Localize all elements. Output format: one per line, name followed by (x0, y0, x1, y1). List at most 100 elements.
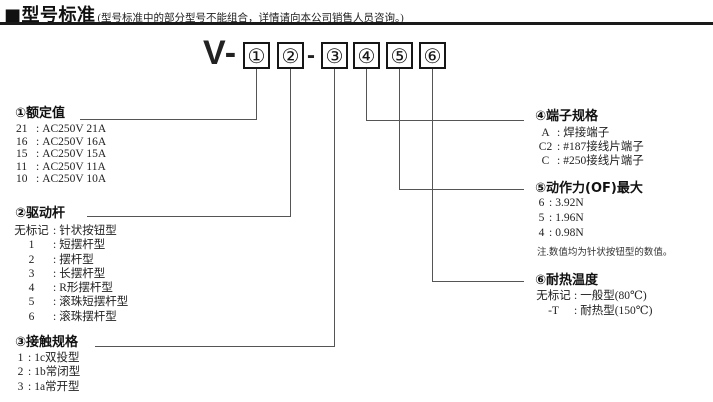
item-desc: 耐热型(150℃) (580, 305, 653, 317)
item-desc: 1c双投型 (34, 352, 80, 364)
item-separator: : (53, 267, 57, 280)
model-digit-box-1: ① (243, 42, 270, 69)
section-actuator-items: 无标记:针状按钮型 1:短摆杆型 2:摆杆型 3:长摆杆型 4:R形摆杆型 5:… (13, 224, 128, 324)
item-desc: 1a常开型 (34, 380, 80, 393)
item-code: 5 (538, 212, 545, 225)
item-row: 5:滚珠短摆杆型 (13, 295, 129, 309)
page-title: ■型号标准 (4, 5, 96, 26)
item-row: 5:1.96N (537, 211, 584, 226)
item-separator: : (549, 212, 553, 225)
item-code: 4 (28, 282, 35, 295)
item-row: C:#250接线片端子 (537, 154, 644, 168)
model-digit-box-6: ⑥ (419, 42, 446, 69)
item-code: 1 (17, 352, 24, 364)
item-row: 16:AC250V 16A (16, 136, 106, 149)
section-rating-items: 21:AC250V 21A 16:AC250V 16A 15:AC250V 15… (16, 123, 106, 186)
item-desc: 1b常闭型 (34, 366, 81, 379)
item-row: 3:1a常开型 (16, 380, 80, 394)
item-desc: AC250V 11A (42, 160, 106, 173)
item-row: A:焊接端子 (537, 126, 644, 140)
item-desc: 短摆杆型 (59, 239, 106, 252)
item-code: C (541, 155, 550, 167)
item-row: 无标记:一般型(80℃) (536, 289, 652, 304)
item-desc: 0.98N (555, 227, 584, 240)
item-code: 2 (17, 366, 24, 379)
item-code: -T (548, 305, 559, 317)
item-row: 3:长摆杆型 (13, 267, 128, 281)
item-code: 5 (28, 296, 35, 309)
model-digit-box-5: ⑤ (386, 42, 413, 69)
item-row: 6:3.92N (537, 196, 584, 211)
item-separator: : (557, 155, 561, 167)
model-separator: - (307, 41, 315, 69)
item-separator: : (36, 123, 40, 135)
item-separator: : (53, 296, 57, 309)
leader-line-2 (87, 69, 291, 217)
item-code: 15 (16, 148, 28, 161)
model-digit-box-2: ② (277, 42, 304, 69)
item-desc: 一般型(80℃) (580, 290, 647, 302)
item-desc: 针状按钮型 (59, 225, 117, 237)
item-row: 1:1c双投型 (16, 351, 80, 365)
item-row: 4:0.98N (537, 226, 584, 241)
item-desc: 滚珠摆杆型 (59, 310, 117, 323)
item-separator: : (28, 366, 32, 379)
item-separator: : (574, 290, 578, 302)
item-code: 2 (28, 253, 35, 266)
item-desc: 1.96N (555, 212, 584, 225)
item-desc: AC250V 10A (42, 173, 107, 186)
section-rating-title: ①额定值 (15, 106, 66, 121)
item-desc: 长摆杆型 (59, 267, 106, 280)
item-code: 21 (16, 123, 28, 135)
section-force-note: 注.数值均为针状按钮型的数值。 (537, 248, 673, 258)
section-temperature-title: ⑥耐热温度 (535, 273, 599, 288)
item-separator: : (36, 160, 40, 173)
item-code: 3 (17, 380, 24, 393)
item-row: C2:#187接线片端子 (537, 140, 644, 154)
page-header: ■型号标准 (型号标准中的部分型号不能组合，详情请向本公司销售人员咨询。) (4, 1, 404, 27)
item-desc: 滚珠短摆杆型 (59, 296, 129, 309)
section-force-items: 6:3.92N 5:1.96N 4:0.98N (537, 196, 584, 242)
item-row: 11:AC250V 11A (16, 161, 106, 174)
model-digit-box-4: ④ (353, 42, 380, 69)
item-separator: : (557, 141, 561, 153)
leader-line-3 (95, 69, 335, 347)
item-separator: : (574, 305, 578, 317)
circled-6-icon: ⑥ (423, 43, 442, 68)
item-desc: 焊接端子 (563, 127, 610, 139)
circled-5-icon: ⑤ (390, 43, 409, 68)
item-separator: : (36, 135, 40, 148)
item-separator: : (36, 173, 40, 186)
item-separator: : (28, 352, 32, 364)
item-separator: : (53, 225, 57, 237)
section-contact-items: 1:1c双投型 2:1b常闭型 3:1a常开型 (16, 351, 81, 394)
item-row: 4:R形摆杆型 (13, 281, 128, 295)
section-actuator-title: ②驱动杆 (15, 206, 66, 221)
item-separator: : (53, 253, 57, 266)
item-separator: : (28, 380, 32, 393)
leader-line-6 (432, 69, 524, 282)
item-row: 2:摆杆型 (13, 253, 128, 267)
leader-line-5 (399, 69, 524, 190)
item-separator: : (36, 148, 40, 161)
page-title-note: (型号标准中的部分型号不能组合，详情请向本公司销售人员咨询。) (97, 13, 404, 24)
circled-2-icon: ② (281, 43, 300, 68)
item-code: 4 (538, 227, 545, 240)
item-row: 6:滚珠摆杆型 (13, 310, 128, 324)
item-code: 1 (28, 239, 35, 252)
item-code: A (541, 127, 550, 139)
item-desc: R形摆杆型 (59, 282, 113, 295)
section-temperature-items: 无标记:一般型(80℃) -T:耐热型(150℃) (536, 289, 652, 319)
section-terminal-items: A:焊接端子 C2:#187接线片端子 C:#250接线片端子 (537, 126, 644, 168)
item-row: 10:AC250V 10A (16, 173, 106, 186)
item-row: -T:耐热型(150℃) (536, 304, 652, 319)
circled-3-icon: ③ (325, 43, 344, 68)
item-desc: #187接线片端子 (563, 141, 644, 153)
item-code: 6 (538, 197, 545, 209)
header-rule (0, 22, 713, 25)
item-separator: : (53, 310, 57, 323)
model-digit-box-3: ③ (321, 42, 348, 69)
item-desc: 摆杆型 (59, 253, 94, 266)
section-contact-title: ③接触规格 (15, 335, 79, 350)
